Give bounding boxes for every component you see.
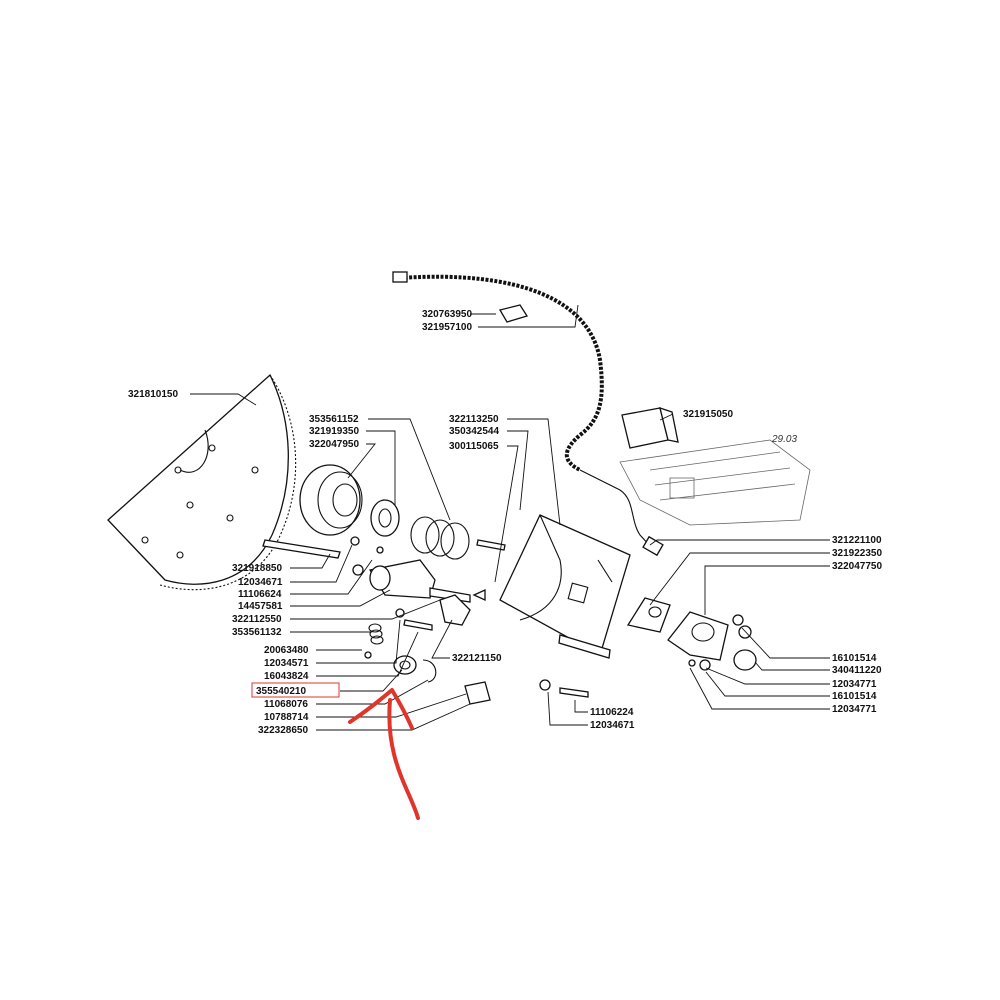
label-300115065: 300115065 [449,441,499,452]
spring-pack [410,516,470,560]
label-355540210: 355540210 [256,686,306,697]
label-16101514-a: 16101514 [832,653,877,664]
label-321919350: 321919350 [309,426,359,437]
mounting-bracket [499,514,631,659]
label-322112550: 322112550 [232,614,282,625]
annotation-arrow [348,688,420,820]
cable-clip [499,304,529,323]
engine-outline [619,439,811,526]
sensor-cable [392,271,664,557]
shaft-bolts [262,536,506,559]
label-353561152: 353561152 [309,414,359,425]
label-12034771-a: 12034771 [832,679,877,690]
label-322047750: 322047750 [832,561,882,572]
small-spring [364,608,433,659]
ring-gear-sector [107,373,297,591]
label-321922350: 321922350 [832,548,882,559]
label-12034771-b: 12034771 [832,704,877,715]
label-11068076: 11068076 [264,699,308,710]
label-322121150: 322121150 [452,653,502,664]
label-322047950: 322047950 [309,439,359,450]
label-12034571: 12034571 [264,658,309,669]
label-321918850: 321918850 [232,563,282,574]
label-16043824: 16043824 [264,671,309,682]
label-20063480: 20063480 [264,645,309,656]
label-340411220: 340411220 [832,665,882,676]
hub-pulley [299,464,400,537]
label-320763950: 320763950 [422,309,472,320]
label-11106624: 11106624 [238,589,282,600]
label-321810150: 321810150 [128,389,178,400]
washer-circlip [393,655,491,705]
label-322113250: 322113250 [449,414,499,425]
page-note: 29.03 [771,434,797,445]
label-321221100: 321221100 [832,535,882,546]
label-322328650: 322328650 [258,725,308,736]
sensor-mount [626,597,757,671]
relay-unit [621,407,679,449]
highlight-box [251,682,340,698]
label-10788714: 10788714 [264,712,309,723]
label-321915050: 321915050 [683,409,733,420]
label-11106224: 11106224 [590,707,634,718]
label-353561132: 353561132 [232,627,282,638]
label-321957100: 321957100 [422,322,472,333]
label-12034671-b: 12034671 [590,720,635,731]
bottom-bolt [539,679,589,698]
label-14457581: 14457581 [238,601,283,612]
cam-lever [352,559,486,626]
label-350342544: 350342544 [449,426,499,437]
label-16101514-b: 16101514 [832,691,877,702]
label-12034671-a: 12034671 [238,577,283,588]
